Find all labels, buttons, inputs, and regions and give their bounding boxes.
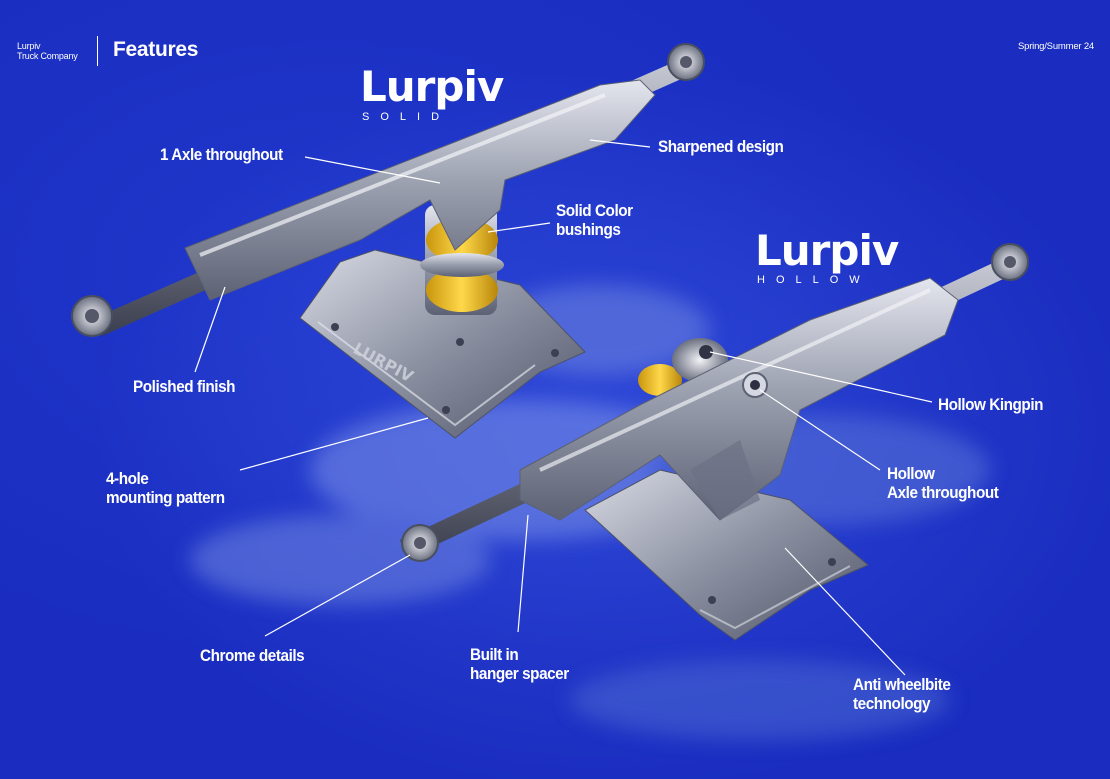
leader-line xyxy=(304,156,441,184)
mount-hole xyxy=(828,558,836,566)
leader-line xyxy=(589,139,651,148)
leader-line xyxy=(487,222,551,233)
callout-line: bushings xyxy=(556,220,621,239)
leader-line xyxy=(264,554,411,637)
header-divider xyxy=(97,36,98,66)
bushing xyxy=(638,364,682,396)
callout-line: Solid Color xyxy=(556,201,633,220)
hollow-truck xyxy=(400,243,1029,641)
solid-logo-subtitle: SOLID xyxy=(362,111,451,123)
callout-hollow-axle: Hollow Axle throughout xyxy=(887,464,999,502)
callout-sharpened-design: Sharpened design xyxy=(658,137,784,156)
callout-hollow-kingpin: Hollow Kingpin xyxy=(938,395,1044,414)
brand-mark: Lurpiv Truck Company xyxy=(17,41,78,61)
callout-line: Built in xyxy=(470,645,519,664)
mount-hole xyxy=(551,349,559,357)
leader-lines xyxy=(194,139,933,676)
callout-anti-wheelbite: Anti wheelbite technology xyxy=(853,675,951,713)
bushing xyxy=(426,268,498,312)
mount-hole xyxy=(331,323,339,331)
leader-line xyxy=(784,547,906,676)
hollow-logo: Lurpiv xyxy=(755,226,899,275)
callout-line: hanger spacer xyxy=(470,664,569,683)
callout-mounting-pattern: 4-hole mounting pattern xyxy=(106,469,225,507)
leader-line xyxy=(194,286,226,373)
callout-line: technology xyxy=(853,694,931,713)
solid-logo: Lurpiv xyxy=(360,62,504,111)
callout-polished-finish: Polished finish xyxy=(133,377,236,396)
callout-line: mounting pattern xyxy=(106,488,225,507)
callout-hanger-spacer: Built in hanger spacer xyxy=(470,645,569,683)
brand-line-1: Lurpiv xyxy=(17,41,41,51)
callout-line: Axle throughout xyxy=(887,483,999,502)
mount-hole xyxy=(442,406,450,414)
callout-line: 4-hole xyxy=(106,469,149,488)
solid-truck: LURPIV xyxy=(71,43,705,439)
mount-hole xyxy=(456,338,464,346)
callout-solid-bushings: Solid Color bushings xyxy=(556,201,633,239)
page-title: Features xyxy=(113,38,199,61)
brand-line-2: Truck Company xyxy=(17,51,78,61)
callout-axle-throughout: 1 Axle throughout xyxy=(160,145,283,164)
mount-hole xyxy=(708,596,716,604)
leader-line xyxy=(759,389,881,471)
callout-chrome-details: Chrome details xyxy=(200,646,305,665)
callout-line: Hollow xyxy=(887,464,935,483)
leader-line xyxy=(239,417,429,471)
hollow-logo-subtitle: HOLLOW xyxy=(757,274,871,286)
callout-line: Anti wheelbite xyxy=(853,675,951,694)
season-label: Spring/Summer 24 xyxy=(1017,41,1094,52)
leader-line xyxy=(709,351,933,403)
leader-line xyxy=(517,514,529,633)
